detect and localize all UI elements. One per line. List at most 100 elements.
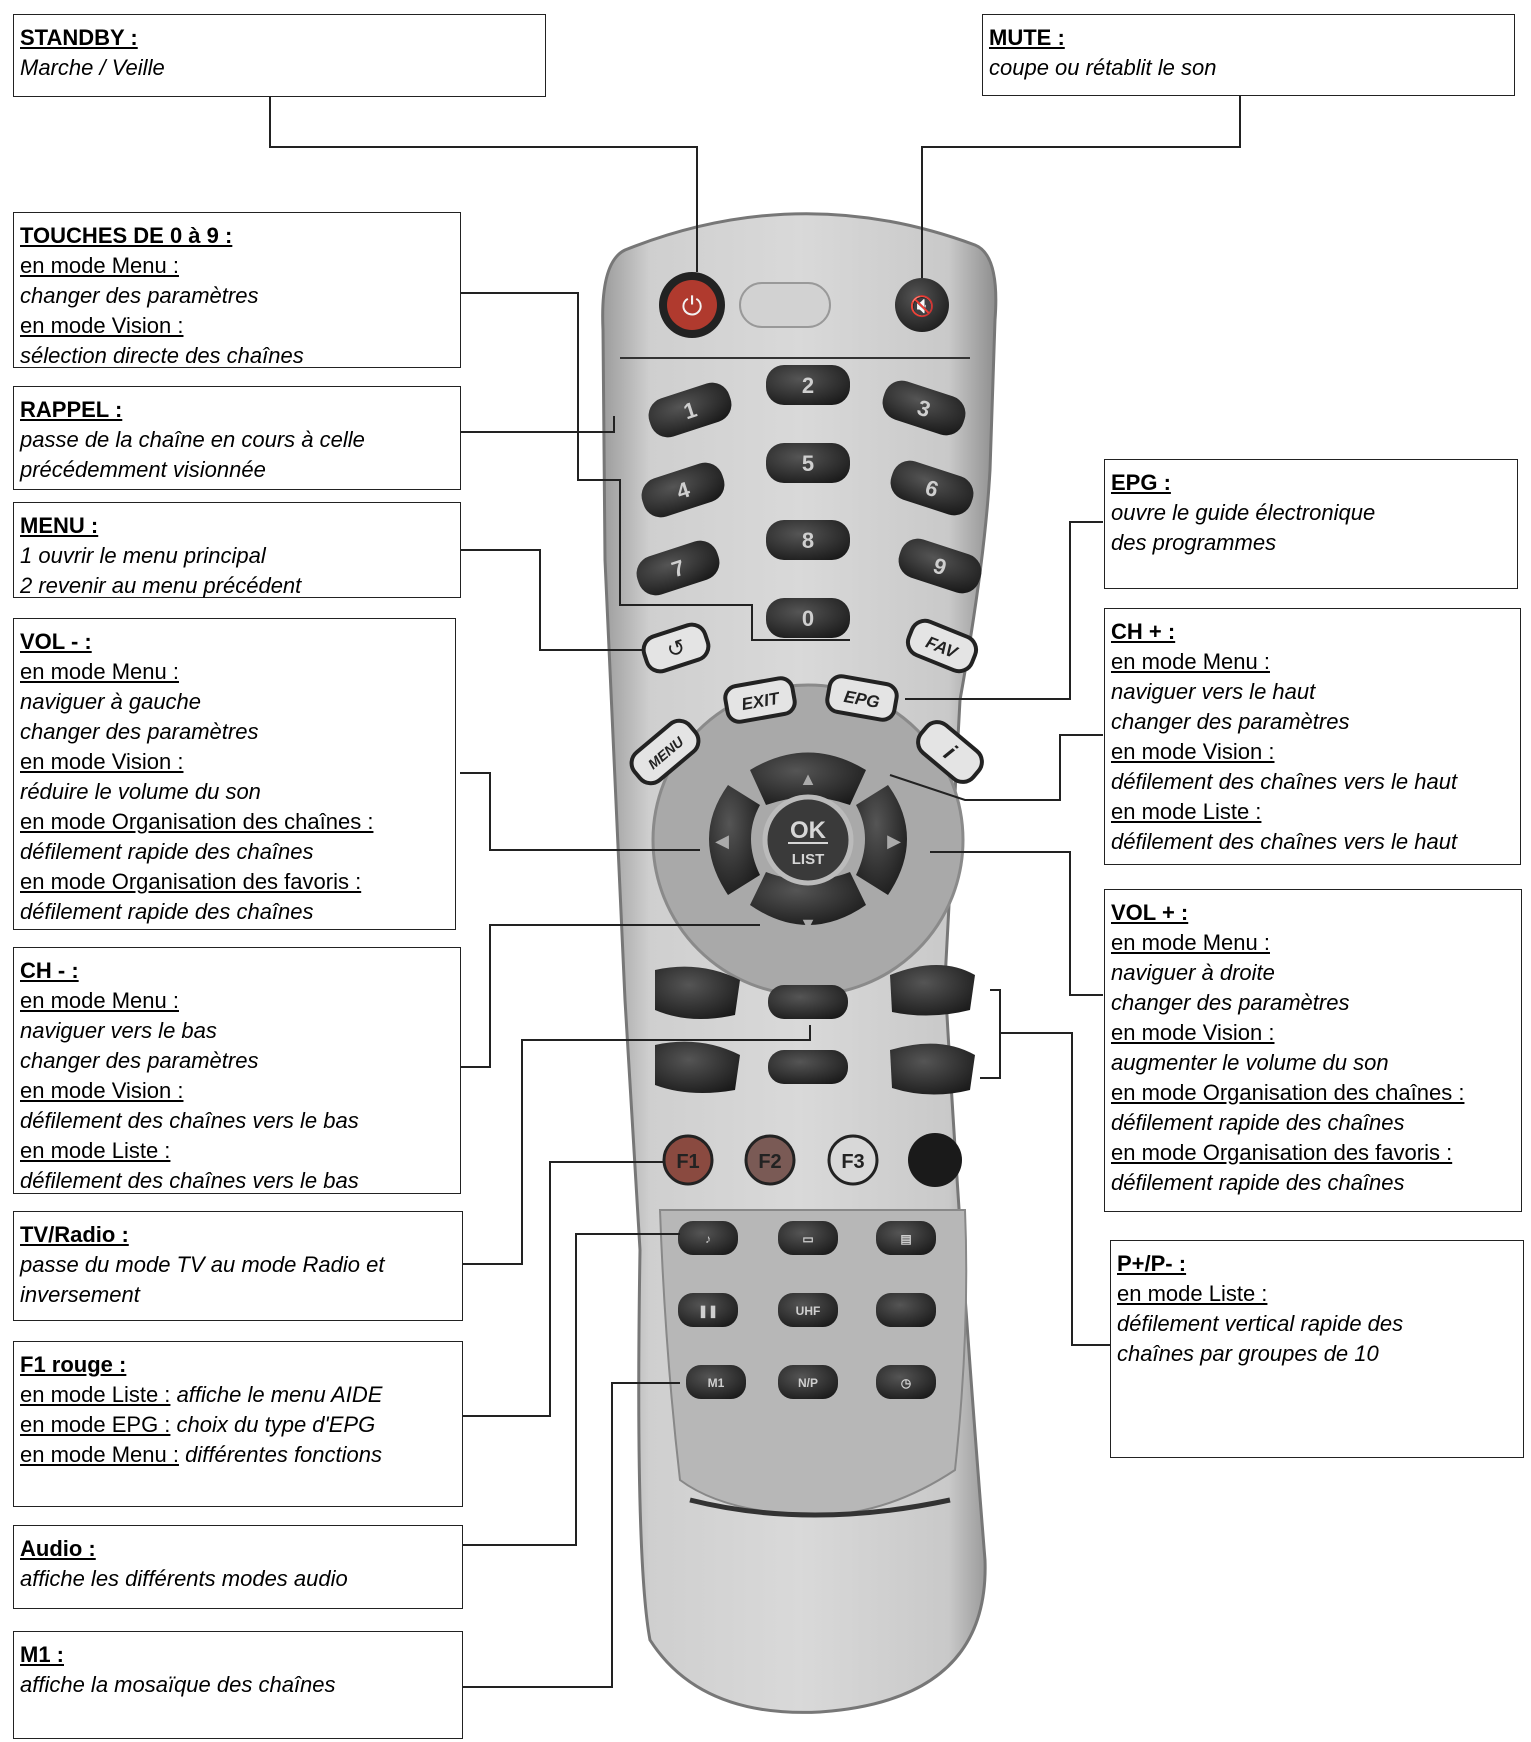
description-text: changer des paramètres: [20, 719, 259, 744]
description-text: réduire le volume du son: [20, 779, 261, 804]
m1-button-label: M1: [708, 1376, 725, 1390]
ok-list-button[interactable]: [762, 794, 854, 886]
recall-button[interactable]: ↺: [640, 621, 712, 675]
epg-button[interactable]: EPG: [825, 674, 899, 722]
description-text: naviguer vers le bas: [20, 1018, 217, 1043]
callout-standby: STANDBY :Marche / Veille: [13, 14, 546, 97]
timer-button[interactable]: ◷: [876, 1365, 936, 1399]
pause-button[interactable]: ❚❚: [678, 1293, 738, 1327]
arrow-left-icon: ◀: [715, 831, 729, 851]
subtitle-button[interactable]: ▭: [778, 1221, 838, 1255]
mode-label: en mode Organisation des favoris :: [20, 869, 362, 894]
blank-left-button[interactable]: [655, 1041, 740, 1094]
tv-out-button[interactable]: [876, 1293, 936, 1327]
callout-line: naviguer vers le haut: [1111, 677, 1514, 707]
np-button[interactable]: N/P: [778, 1365, 838, 1399]
callout-line: chaînes par groupes de 10: [1117, 1339, 1517, 1369]
digit-key-1[interactable]: 1: [644, 378, 736, 442]
audio-center-top-button[interactable]: [768, 985, 848, 1019]
p-minus-button[interactable]: [890, 1043, 975, 1095]
callout-line: en mode Liste :: [1117, 1279, 1517, 1309]
nav-down-button[interactable]: [750, 872, 866, 925]
callout-title: EPG :: [1111, 470, 1171, 495]
p-plus-button[interactable]: [890, 965, 975, 1016]
callout-line: en mode Menu :: [20, 251, 454, 281]
digit-key-6[interactable]: 6: [886, 456, 978, 520]
fav-button[interactable]: FAV: [904, 617, 981, 676]
nav-up-button[interactable]: [750, 752, 866, 806]
callout-line: ouvre le guide électronique: [1111, 498, 1511, 528]
callout-title: Audio :: [20, 1536, 96, 1561]
description-text: naviguer à droite: [1111, 960, 1275, 985]
digit-key-8[interactable]: 8: [766, 520, 850, 560]
digit-key-0[interactable]: 0: [766, 598, 850, 638]
center-bottom-button[interactable]: [768, 1050, 848, 1084]
callout-line: défilement rapide des chaînes: [1111, 1168, 1515, 1198]
mode-label: en mode Liste :: [1117, 1281, 1268, 1306]
mute-icon: 🔇: [910, 294, 935, 318]
callout-title: VOL - :: [20, 629, 92, 654]
mode-label: en mode Vision :: [20, 313, 184, 338]
callout-line: changer des paramètres: [20, 1046, 454, 1076]
f1-button[interactable]: F1: [662, 1134, 714, 1186]
description-text: changer des paramètres: [1111, 990, 1350, 1015]
callout-line: réduire le volume du son: [20, 777, 449, 807]
f3-button[interactable]: F3: [827, 1134, 879, 1186]
callout-line: défilement des chaînes vers le bas: [20, 1106, 454, 1136]
tv-radio-button[interactable]: [655, 966, 740, 1019]
power-icon: ⏻: [682, 292, 703, 322]
f4-button[interactable]: [908, 1133, 962, 1187]
callout-audio: Audio : affiche les différents modes audi…: [13, 1525, 463, 1609]
callout-line: en mode Vision :: [1111, 1018, 1515, 1048]
description-text: différentes fonctions: [185, 1442, 383, 1467]
nav-left-button[interactable]: [709, 785, 760, 895]
callout-line: en mode Organisation des chaînes :: [20, 807, 449, 837]
arrow-down-icon: ▼: [799, 914, 817, 934]
timer-button-label: ◷: [901, 1376, 912, 1390]
nav-right-button[interactable]: [856, 785, 907, 895]
callout-line: coupe ou rétablit le son: [989, 53, 1508, 83]
callout-line: défilement des chaînes vers le bas: [20, 1166, 454, 1196]
uhf-button[interactable]: UHF: [778, 1293, 838, 1327]
digit-key-5[interactable]: 5: [766, 443, 850, 483]
audio-button[interactable]: ♪: [678, 1221, 738, 1255]
callout-f1: F1 rouge :en mode Liste : affiche le men…: [13, 1341, 463, 1507]
callout-mute: MUTE :coupe ou rétablit le son: [982, 14, 1515, 96]
callout-title: TV/Radio :: [20, 1222, 129, 1247]
callout-title: P+/P- :: [1117, 1251, 1187, 1276]
description-text: naviguer à gauche: [20, 689, 202, 714]
m1-button[interactable]: M1: [686, 1365, 746, 1399]
mode-label: en mode Liste :: [20, 1138, 171, 1163]
digit-key-4[interactable]: 4: [637, 458, 729, 522]
digit-key-9[interactable]: 9: [894, 534, 986, 598]
uhf-button-label: UHF: [796, 1304, 821, 1318]
description-text: défilement des chaînes vers le bas: [20, 1108, 359, 1133]
callout-line: défilement vertical rapide des: [1117, 1309, 1517, 1339]
description-text: affiche les différents modes audio: [20, 1566, 348, 1591]
callout-title: TOUCHES DE 0 à 9 :: [20, 223, 233, 248]
callout-line: Marche / Veille: [20, 53, 539, 83]
info-button[interactable]: i: [912, 716, 987, 787]
teletext-button[interactable]: ▤: [876, 1221, 936, 1255]
digit-key-7[interactable]: 7: [632, 536, 724, 600]
callout-line: inversement: [20, 1280, 456, 1310]
callout-title: CH + :: [1111, 619, 1176, 644]
digit-key-3[interactable]: 3: [878, 376, 970, 440]
description-text: chaînes par groupes de 10: [1117, 1341, 1379, 1366]
f2-button[interactable]: F2: [744, 1134, 796, 1186]
mute-button[interactable]: [895, 278, 949, 332]
description-text: ouvre le guide électronique: [1111, 500, 1376, 525]
mode-label: en mode Vision :: [1111, 739, 1275, 764]
arrow-up-icon: ▲: [799, 769, 817, 789]
callout-line: défilement des chaînes vers le haut: [1111, 827, 1514, 857]
callout-p-plus-minus: P+/P- : en mode Liste : défilement vertica…: [1110, 1240, 1524, 1458]
exit-button[interactable]: EXIT: [723, 676, 797, 724]
description-text: défilement vertical rapide des: [1117, 1311, 1404, 1336]
mode-label: en mode Menu :: [20, 988, 179, 1013]
digit-key-2[interactable]: 2: [766, 365, 850, 405]
description-text: des programmes: [1111, 530, 1277, 555]
callout-line: précédemment visionnée: [20, 455, 454, 485]
callout-ch-minus: CH - :en mode Menu :naviguer vers le bas…: [13, 947, 461, 1194]
digit-keys: 123 456 7 8 9 0: [632, 365, 986, 638]
